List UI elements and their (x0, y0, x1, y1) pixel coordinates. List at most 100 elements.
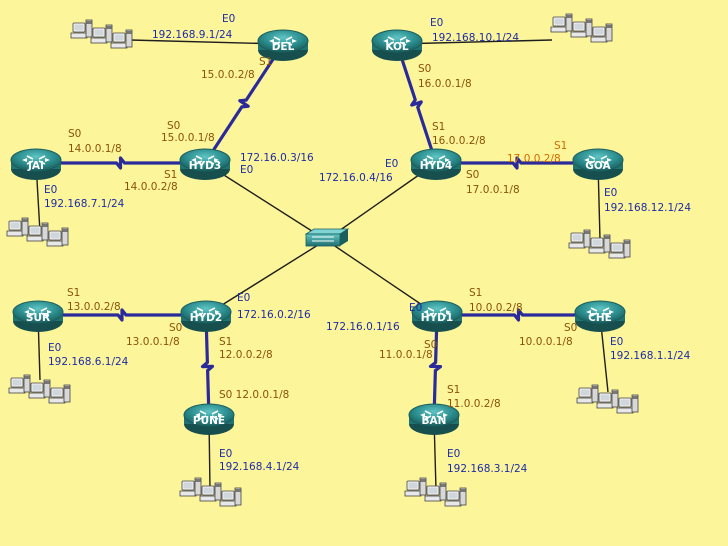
interface-label: S1 (469, 287, 482, 299)
interface-label: S0 (68, 128, 81, 140)
router-name-sur: SUR (26, 312, 50, 324)
lan-pcs-lan-che (576, 384, 639, 414)
interface-label: S0 (424, 339, 437, 351)
interface-label: 172.16.0.3/16 (240, 152, 314, 164)
switch-arrows-icon (312, 236, 334, 242)
router-arrows-icon (423, 307, 451, 317)
interface-label: S0 12.0.0.1/8 (219, 389, 289, 401)
interface-label: 16.0.0.2/8 (432, 135, 486, 147)
interface-label: 13.0.0.2/8 (67, 301, 121, 313)
interface-label: 192.168.4.1/24 (219, 461, 300, 473)
interface-label: E0 (604, 187, 617, 199)
router-name-del: DEL (272, 41, 295, 53)
router-arrows-icon (192, 307, 220, 317)
interface-label: S1 (219, 336, 232, 348)
lan-pcs-lan-goa (568, 229, 631, 259)
router-arrows-icon (422, 155, 450, 165)
router-name-ban: BAN (422, 415, 447, 427)
router-pune[interactable]: PUNE (183, 403, 235, 435)
router-arrows-icon (191, 155, 219, 165)
lan-pcs-lan-del (70, 19, 133, 49)
interface-label: E0 (409, 302, 422, 314)
router-del[interactable]: DEL (257, 29, 309, 61)
interface-label: S1 (67, 287, 80, 299)
router-arrows-icon (383, 36, 411, 46)
interface-label: E0 (385, 158, 398, 170)
router-goa[interactable]: GOA (572, 148, 624, 180)
serial-link-jai-hyd3 (36, 156, 205, 170)
serial-link-hyd4-goa (436, 156, 598, 170)
router-hyd4[interactable]: HYD4 (410, 148, 462, 180)
interface-label: S0 (564, 322, 577, 334)
ethernet-link-del-lan-del (129, 39, 284, 45)
interface-label: 16.0.0.1/8 (418, 78, 472, 90)
ethernet-link-kol-lan-kol (396, 39, 553, 45)
router-name-pune: PUNE (193, 415, 225, 427)
serial-link-sur-hyd2 (38, 308, 206, 322)
interface-label: S0 (418, 63, 431, 75)
router-jai[interactable]: JAI (10, 148, 62, 180)
interface-label: 15.0.0.2/8 (201, 69, 255, 81)
interface-label: E0 (430, 17, 443, 29)
ethernet-switch[interactable] (304, 228, 350, 247)
router-sur[interactable]: SUR (12, 300, 64, 332)
interface-label: E0 (219, 448, 232, 460)
lan-pcs-lan-ban (404, 477, 467, 507)
router-kol[interactable]: KOL (371, 29, 423, 61)
interface-label: 192.168.7.1/24 (44, 198, 125, 210)
interface-label: 192.168.3.1/24 (447, 463, 528, 475)
ethernet-link-hyd2-switch (205, 239, 327, 316)
router-name-goa: GOA (585, 160, 611, 172)
serial-link-hyd1-ban (428, 314, 443, 419)
interface-label: E0 (222, 13, 235, 25)
interface-label: 172.16.0.2/16 (237, 309, 311, 321)
router-arrows-icon (195, 410, 223, 420)
lan-pcs-lan-jai (6, 217, 69, 247)
interface-label: S1 (432, 121, 445, 133)
serial-link-del-hyd3 (203, 43, 285, 164)
interface-label: S1 (259, 56, 272, 68)
interface-label: 192.168.9.1/24 (152, 29, 233, 41)
ethernet-link-hyd3-switch (204, 162, 327, 241)
router-hyd3[interactable]: HYD3 (179, 148, 231, 180)
interface-label: 17.0.0.1/8 (466, 184, 520, 196)
links-layer (35, 39, 609, 491)
router-name-hyd1: HYD1 (421, 312, 453, 324)
interface-label: 15.0.0.1/8 (161, 132, 215, 144)
interface-label: 14.0.0.1/8 (68, 143, 122, 155)
interface-label: S1 (164, 169, 177, 181)
interface-label: 11.0.0.1/8 (379, 349, 433, 361)
router-ban[interactable]: BAN (408, 403, 460, 435)
lan-pcs-lan-pune (179, 477, 242, 507)
interface-label: 10.0.0.2/8 (469, 302, 523, 314)
interface-label: 192.168.1.1/24 (610, 350, 691, 362)
router-arrows-icon (584, 155, 612, 165)
router-name-jai: JAI (27, 160, 44, 172)
labels-layer: E0192.168.9.1/24S115.0.0.2/8E0192.168.10… (44, 13, 691, 475)
interface-label: 172.16.0.4/16 (319, 172, 393, 184)
interface-label: E0 (237, 292, 250, 304)
router-che[interactable]: CHE (574, 300, 626, 332)
router-arrows-icon (269, 36, 297, 46)
interface-label: S0 (466, 169, 479, 181)
router-hyd2[interactable]: HYD2 (180, 300, 232, 332)
router-hyd1[interactable]: HYD1 (411, 300, 463, 332)
serial-link-hyd1-che (437, 308, 600, 322)
interface-label: E0 (44, 184, 57, 196)
serial-link-hyd2-pune (200, 314, 215, 419)
router-arrows-icon (420, 410, 448, 420)
interface-label: E0 (447, 448, 460, 460)
lan-pcs-lan-kol (550, 13, 613, 43)
interface-label: 12.0.0.2/8 (219, 349, 273, 361)
router-name-hyd4: HYD4 (420, 160, 452, 172)
interface-label: 192.168.6.1/24 (48, 356, 129, 368)
interface-label: E0 (240, 164, 253, 176)
interface-label: 14.0.0.2/8 (124, 181, 178, 193)
interface-label: 11.0.0.2/8 (447, 398, 501, 410)
interface-label: 17.0.0.2/8 (507, 153, 561, 165)
router-arrows-icon (22, 155, 50, 165)
interface-label: 13.0.0.1/8 (126, 336, 180, 348)
serial-link-kol-hyd4 (395, 43, 438, 164)
interface-label: S0 (167, 120, 180, 132)
